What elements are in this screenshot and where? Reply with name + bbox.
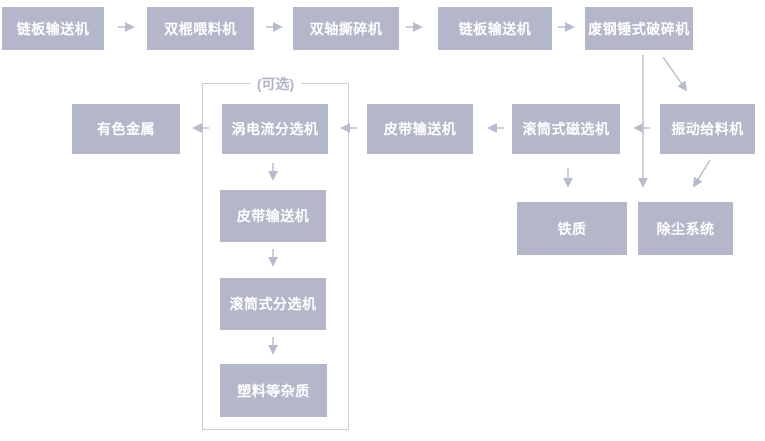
node-iron-material: 铁质 bbox=[517, 202, 627, 255]
node-plastic-and-impurities: 塑料等杂质 bbox=[220, 364, 327, 417]
node-chain-plate-conveyor-1: 链板输送机 bbox=[2, 7, 104, 50]
arrow-crusher-to-vibrating-feeder bbox=[662, 56, 688, 92]
node-belt-conveyor-2: 皮带输送机 bbox=[220, 190, 326, 242]
arrow-vibrating-feeder-to-dust-system bbox=[693, 159, 711, 188]
node-vibrating-feeder: 振动给料机 bbox=[660, 104, 755, 154]
node-double-roller-feeder: 双棍喂料机 bbox=[147, 7, 254, 50]
node-eddy-current-separator: 涡电流分选机 bbox=[222, 104, 328, 154]
node-drum-magnetic-separator: 滚筒式磁选机 bbox=[512, 104, 620, 154]
node-belt-conveyor-1: 皮带输送机 bbox=[367, 104, 473, 154]
node-non-ferrous-metal: 有色金属 bbox=[72, 104, 180, 154]
node-double-shaft-shredder: 双轴撕碎机 bbox=[293, 7, 399, 50]
node-drum-type-separator: 滚筒式分选机 bbox=[220, 278, 326, 330]
node-chain-plate-conveyor-2: 链板输送机 bbox=[438, 7, 552, 50]
node-scrap-steel-hammer-crusher: 废钢锤式破碎机 bbox=[585, 7, 693, 50]
optional-group-label: (可选) bbox=[249, 74, 302, 94]
node-dust-removal-system: 除尘系统 bbox=[638, 202, 733, 255]
optional-group-frame: (可选) bbox=[202, 74, 349, 430]
